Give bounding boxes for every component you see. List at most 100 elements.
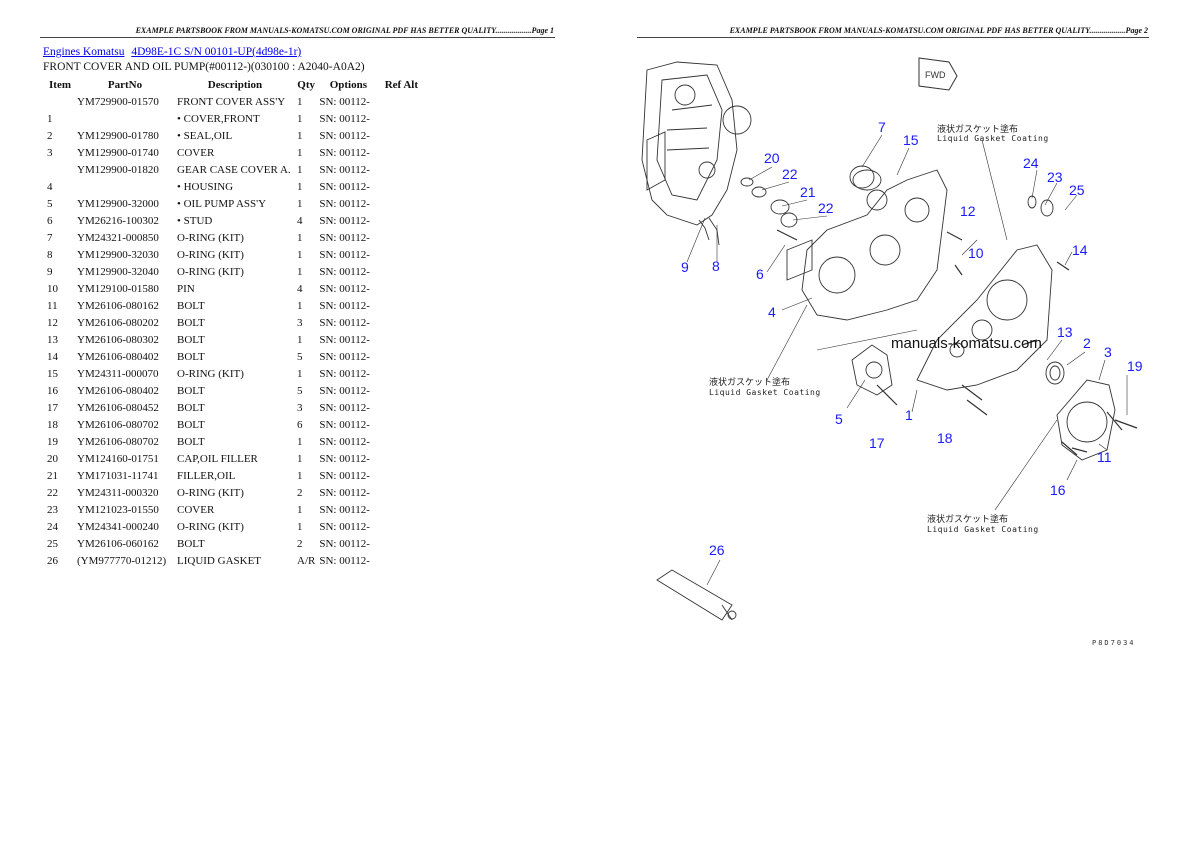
gasket-note-en-3: Liquid Gasket Coating: [927, 525, 1039, 534]
options-cell: SN: 00112-: [319, 418, 370, 431]
partno-cell: YM24311-000070: [77, 367, 159, 380]
qty-cell: 1: [297, 367, 303, 380]
options-cell: SN: 00112-: [319, 197, 370, 210]
options-cell: SN: 00112-: [319, 350, 370, 363]
callout-18: 18: [937, 430, 953, 446]
options-cell: SN: 00112-: [319, 554, 370, 567]
description-cell: BOLT: [177, 435, 205, 448]
callout-7: 7: [878, 119, 886, 135]
callout-12: 12: [960, 203, 976, 219]
callout-6: 6: [756, 266, 764, 282]
ref-alt-cell: [379, 93, 423, 110]
callout-9: 9: [681, 259, 689, 275]
partno-cell: YM24341-000240: [77, 520, 159, 533]
qty-cell: 1: [297, 95, 303, 108]
qty-cell: 4: [297, 214, 303, 227]
ref-alt-cell: [379, 484, 423, 501]
ref-alt-cell: [379, 331, 423, 348]
ref-alt-cell: [379, 110, 423, 127]
ref-alt-cell: [379, 552, 423, 569]
callout-22b: 22: [818, 200, 834, 216]
partno-cell: YM129900-01740: [77, 146, 159, 159]
table-header-row: Item PartNo Description Qty Options Ref …: [43, 76, 423, 93]
ref-alt-cell: [379, 195, 423, 212]
description-cell: O-RING (KIT): [177, 520, 244, 533]
qty-cell: 1: [297, 180, 303, 193]
figure-number: P8D7034: [1092, 639, 1136, 647]
watermark-text: manuals-komatsu.com: [891, 335, 1042, 352]
ref-alt-cell: [379, 229, 423, 246]
item-cell: 17: [47, 401, 58, 414]
ref-alt-cell: [379, 416, 423, 433]
oil-seal-illustration: [1045, 361, 1065, 385]
ref-alt-cell: [379, 263, 423, 280]
breadcrumb-link-model[interactable]: 4D98E-1C S/N 00101-UP(4d98e-1r): [131, 46, 302, 58]
description-cell: O-RING (KIT): [177, 231, 244, 244]
partno-cell: YM26106-060162: [77, 537, 159, 550]
item-cell: 7: [47, 231, 53, 244]
callout-13: 13: [1057, 324, 1073, 340]
item-cell: 14: [47, 350, 58, 363]
ref-alt-cell: [379, 467, 423, 484]
partno-cell: YM729900-01570: [77, 95, 159, 108]
parts-table: Item PartNo Description Qty Options Ref …: [43, 76, 423, 569]
partno-cell: [75, 110, 175, 127]
options-cell: SN: 00112-: [319, 129, 370, 142]
qty-cell: 1: [297, 469, 303, 482]
ref-alt-cell: [379, 144, 423, 161]
ref-alt-cell: [379, 433, 423, 450]
item-cell: 5: [47, 197, 53, 210]
qty-cell: 2: [297, 537, 303, 550]
ref-alt-cell: [379, 314, 423, 331]
description-cell: BOLT: [177, 333, 205, 346]
description-cell: O-RING (KIT): [177, 486, 244, 499]
item-cell: 13: [47, 333, 58, 346]
description-cell: BOLT: [177, 350, 205, 363]
col-qty: Qty: [297, 78, 316, 91]
options-cell: SN: 00112-: [319, 248, 370, 261]
qty-cell: 1: [297, 435, 303, 448]
col-description: Description: [207, 78, 263, 91]
engine-block-illustration: [641, 61, 752, 246]
qty-cell: 1: [297, 197, 303, 210]
section-title: FRONT COVER AND OIL PUMP(#00112-)(030100…: [43, 61, 365, 73]
qty-cell: 1: [297, 299, 303, 312]
options-cell: SN: 00112-: [319, 367, 370, 380]
options-cell: SN: 00112-: [319, 520, 370, 533]
qty-cell: 1: [297, 129, 303, 142]
description-cell: BOLT: [177, 418, 205, 431]
partno-cell: YM26106-080402: [77, 384, 159, 397]
ref-alt-cell: [379, 127, 423, 144]
options-cell: SN: 00112-: [319, 282, 370, 295]
item-cell: 10: [47, 282, 58, 295]
partno-cell: YM129900-32000: [77, 197, 159, 210]
description-cell: • SEAL,OIL: [177, 129, 233, 142]
breadcrumb-link-brand[interactable]: Engines Komatsu: [43, 46, 125, 58]
partno-cell: YM24311-000320: [77, 486, 159, 499]
item-cell: 24: [47, 520, 58, 533]
liquid-gasket-tube-illustration: [656, 569, 737, 621]
description-cell: • COVER,FRONT: [177, 112, 260, 125]
qty-cell: 1: [297, 265, 303, 278]
callout-numbers: 7 15 20 22 21 22 24 23 25 12 10 14 9 8 6…: [681, 119, 1143, 558]
description-cell: FRONT COVER ASS'Y: [177, 95, 286, 108]
qty-cell: 1: [297, 248, 303, 261]
callout-21: 21: [800, 184, 816, 200]
ref-alt-cell: [379, 212, 423, 229]
qty-cell: 6: [297, 418, 303, 431]
